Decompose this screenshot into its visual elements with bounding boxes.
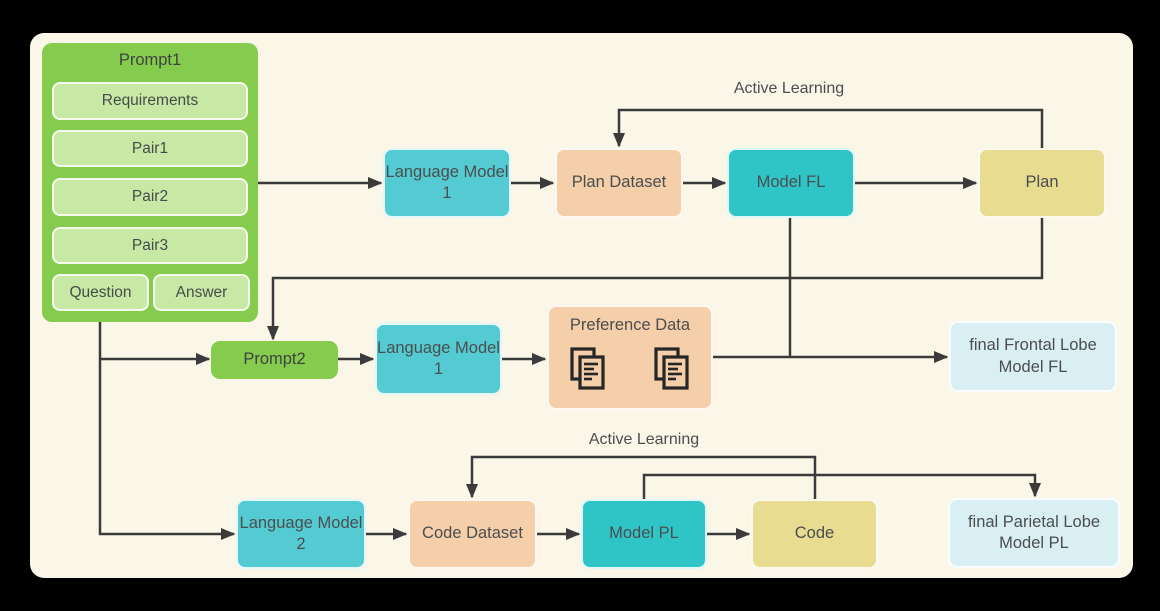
document-stack-icon	[570, 347, 605, 390]
node-plan: Plan	[978, 148, 1106, 218]
node-model-pl: Model PL	[581, 499, 707, 569]
node-final-parietal-lobe-model-pl: final Parietal Lobe Model PL	[948, 498, 1120, 568]
prompt1-item-requirements: Requirements	[52, 82, 248, 120]
prompt1-title: Prompt1	[118, 51, 182, 69]
node-final-frontal-lobe-model-fl: final Frontal Lobe Model FL	[949, 321, 1117, 392]
node-code: Code	[751, 499, 878, 569]
active-learning-label-bottom: Active Learning	[588, 431, 700, 448]
prompt1-item-answer: Answer	[153, 274, 250, 311]
preference-data-label: Preference Data	[569, 316, 691, 334]
prompt1-item-pair3: Pair3	[52, 227, 248, 264]
node-code-dataset: Code Dataset	[408, 499, 537, 569]
prompt1-item-pair2: Pair2	[52, 178, 248, 216]
node-prompt1: Prompt1 Requirements Pair1 Pair2 Pair3 Q…	[42, 43, 258, 322]
preference-data-icons	[569, 346, 691, 392]
node-language-model-2: Language Model 2	[236, 499, 366, 569]
node-model-fl: Model FL	[727, 148, 855, 218]
node-plan-dataset: Plan Dataset	[555, 148, 683, 218]
prompt1-item-pair1: Pair1	[52, 130, 248, 167]
node-language-model-1-top: Language Model 1	[383, 148, 511, 218]
active-learning-label-top: Active Learning	[733, 80, 845, 97]
node-preference-data: Preference Data	[547, 305, 713, 410]
node-language-model-1-mid: Language Model 1	[375, 323, 502, 395]
document-stack-icon	[654, 347, 689, 390]
node-prompt2: Prompt2	[211, 341, 338, 379]
prompt1-item-question: Question	[52, 274, 149, 311]
